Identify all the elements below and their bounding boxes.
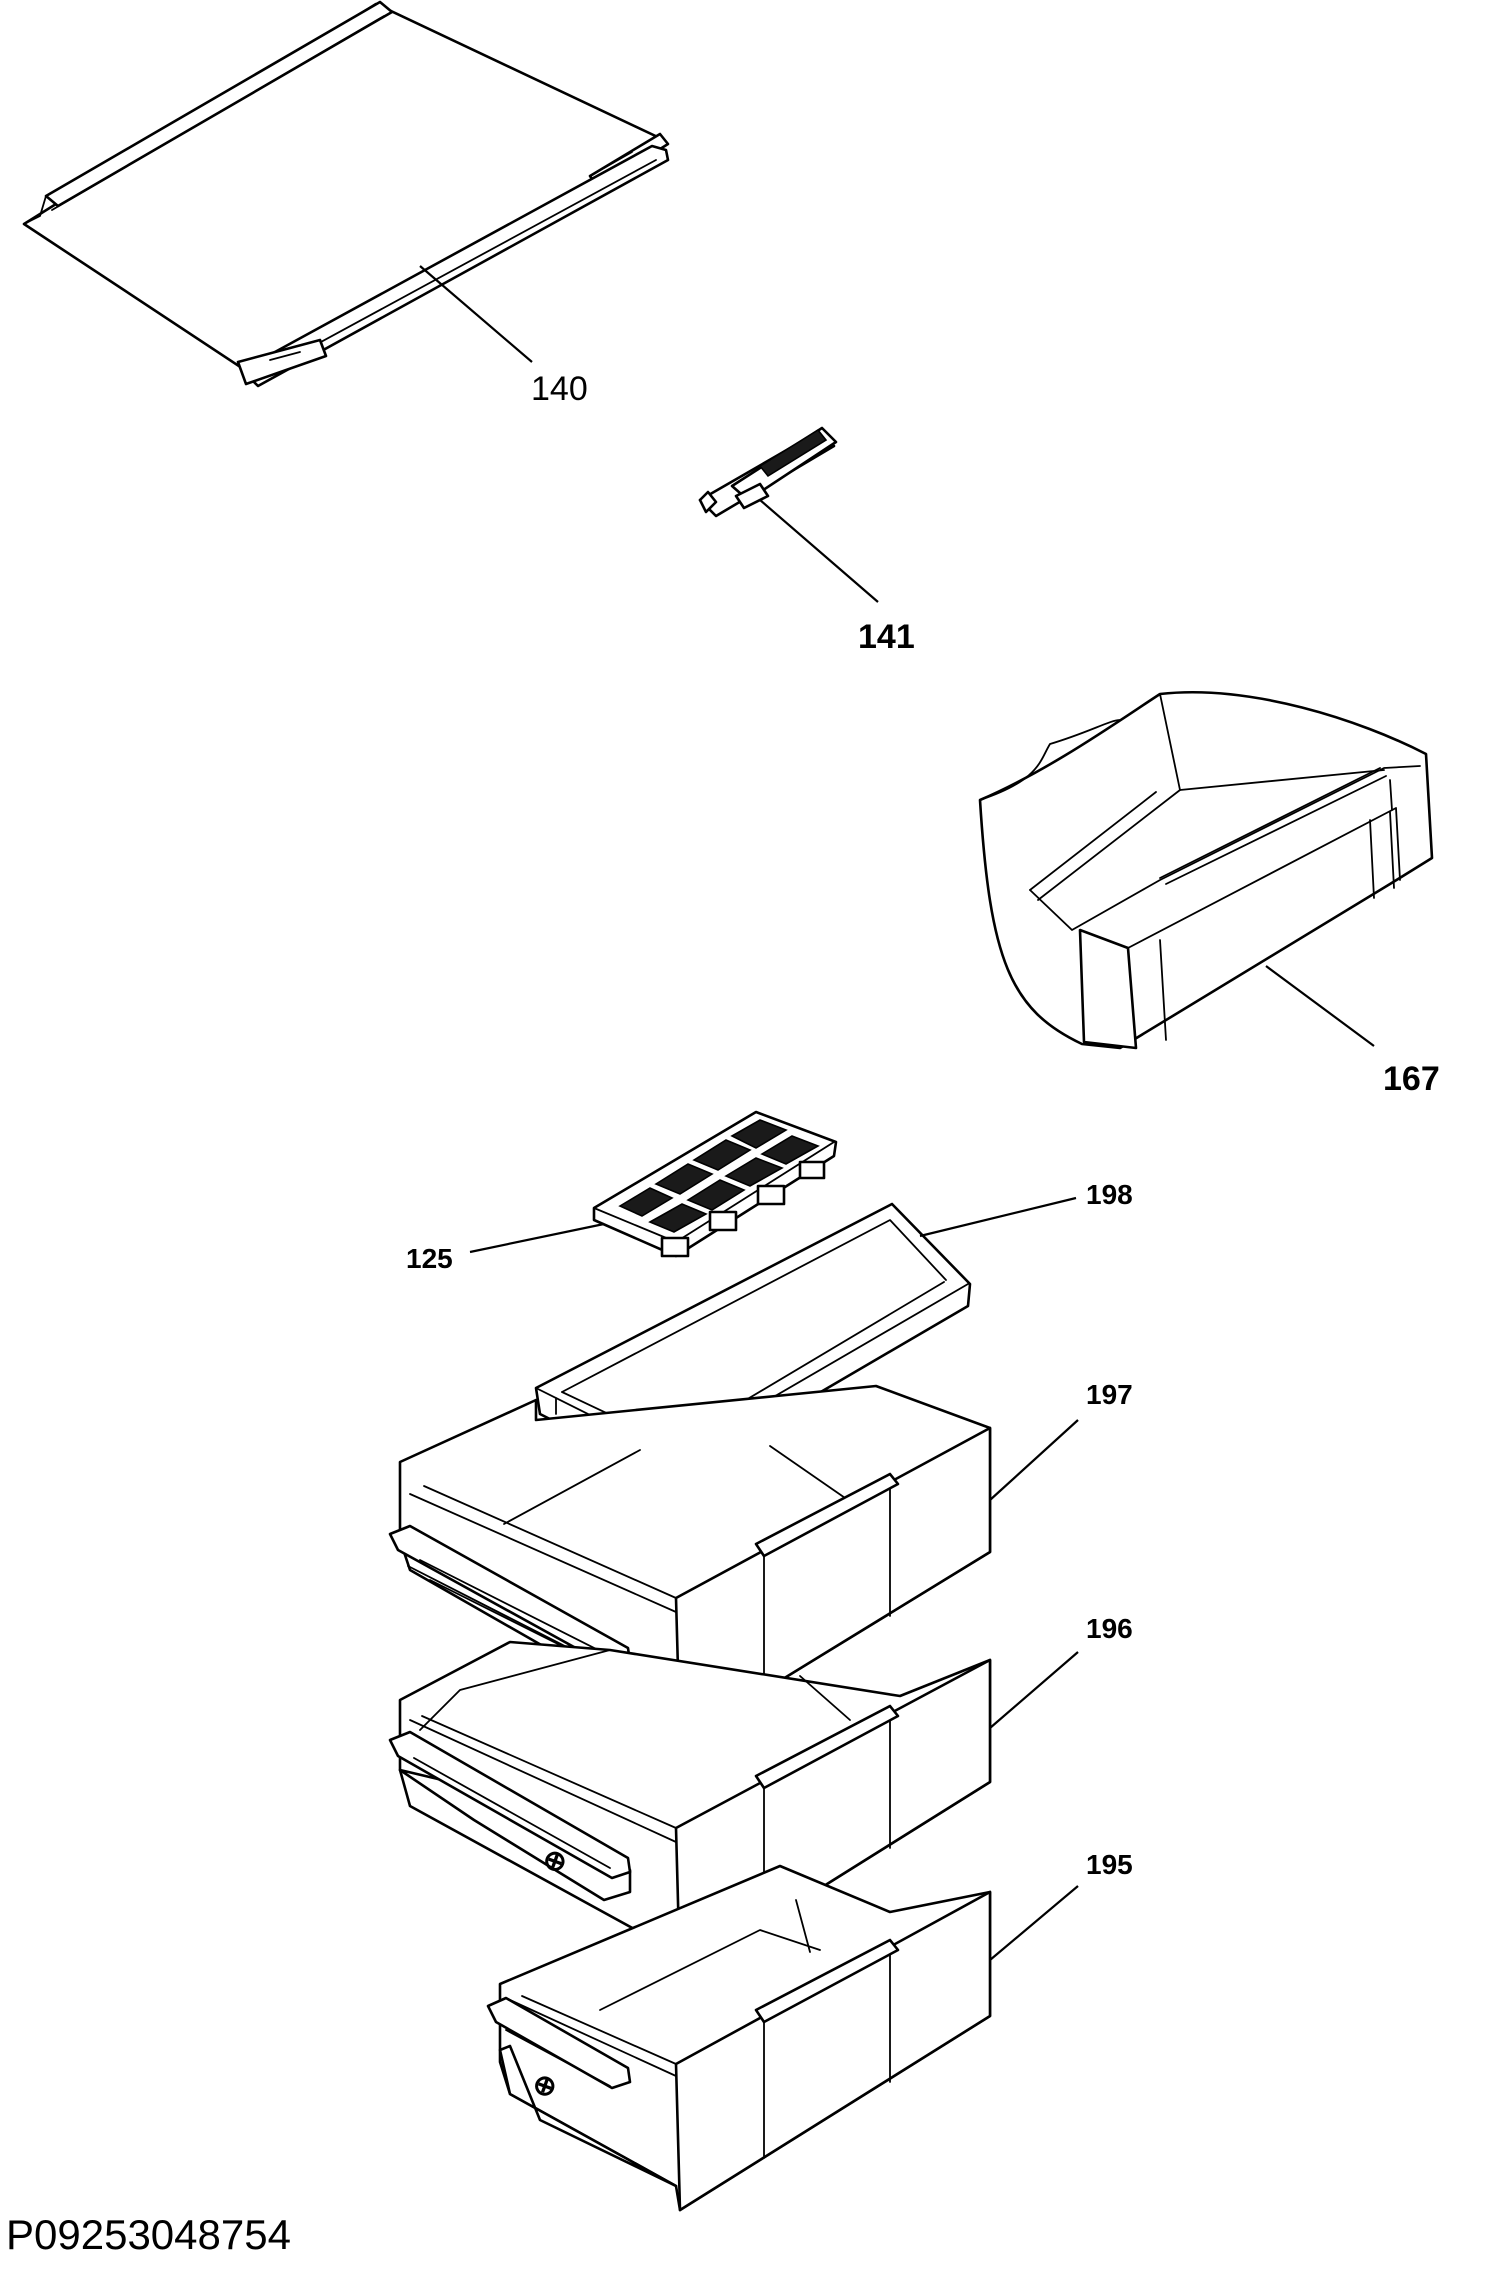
ice-cube-tray-part bbox=[592, 1110, 838, 1258]
leader-line-140 bbox=[419, 265, 533, 363]
callout-167: 167 bbox=[1383, 1060, 1440, 1098]
leader-line-141 bbox=[759, 499, 879, 603]
leader-line-167 bbox=[1265, 965, 1375, 1047]
top-drawer-part bbox=[388, 1384, 992, 1744]
callout-197: 197 bbox=[1086, 1379, 1133, 1410]
glass-shelf-part bbox=[22, 0, 670, 388]
callout-125: 125 bbox=[406, 1243, 453, 1274]
leader-line-198 bbox=[919, 1196, 1077, 1238]
leader-line-195 bbox=[989, 1885, 1079, 1961]
bottom-drawer-part: ⊕ bbox=[486, 1864, 992, 2212]
shelf-clip-part bbox=[698, 426, 838, 518]
drawing-code-label: P09253048754 bbox=[6, 2211, 291, 2258]
leader-line-125 bbox=[469, 1222, 605, 1254]
leader-line-197 bbox=[989, 1419, 1079, 1501]
callout-140: 140 bbox=[531, 370, 588, 408]
callout-196: 196 bbox=[1086, 1613, 1133, 1644]
callout-198: 198 bbox=[1086, 1179, 1133, 1210]
door-bin-part bbox=[978, 691, 1434, 1050]
callout-141: 141 bbox=[858, 618, 915, 656]
callout-195: 195 bbox=[1086, 1849, 1133, 1880]
leader-line-196 bbox=[989, 1651, 1079, 1729]
